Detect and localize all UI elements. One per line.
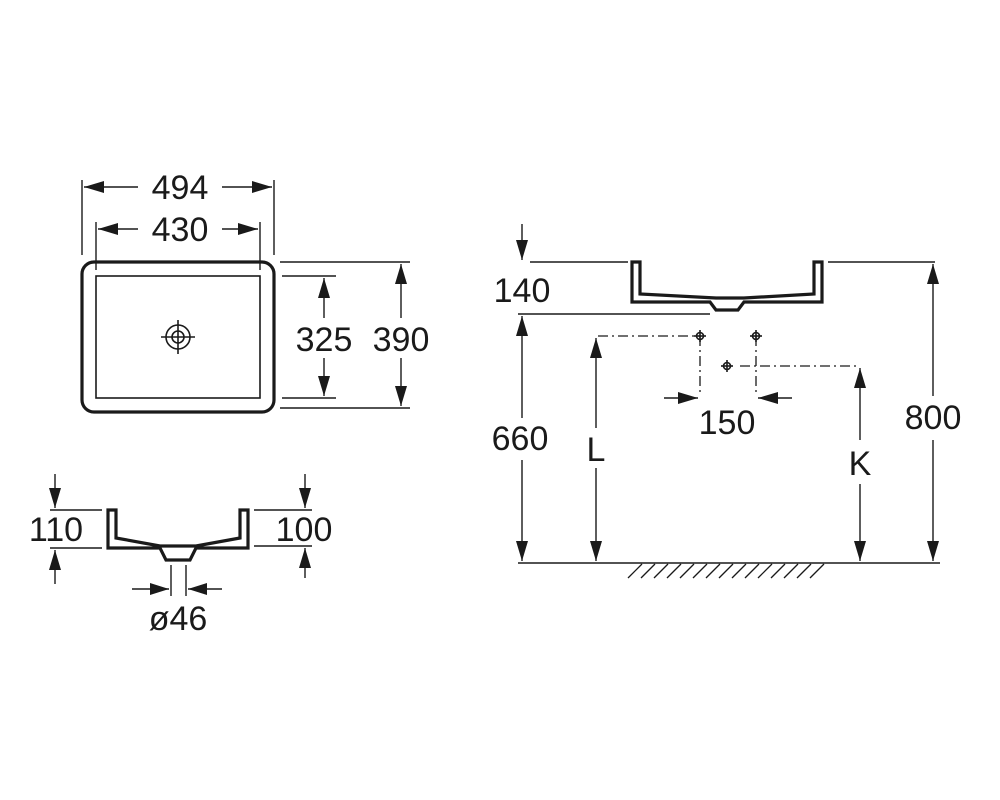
dim-width-inner: 430: [98, 211, 258, 249]
drain-marker: [721, 360, 733, 372]
dim-counter-height: 660: [492, 316, 549, 561]
label-325: 325: [296, 321, 353, 359]
label-430: 430: [152, 211, 209, 249]
basin-elevation: [630, 260, 824, 312]
label-140: 140: [494, 272, 551, 310]
dim-l: L: [587, 338, 606, 561]
dim-basin-height: 140: [494, 224, 551, 310]
dim-depth-overall: 390: [373, 264, 430, 406]
label-494: 494: [152, 169, 209, 207]
basin-inner-bowl: [95, 275, 261, 399]
valve-marker-left: [694, 330, 706, 342]
basin-outer-rim: [80, 260, 276, 414]
floor-line: [518, 562, 940, 579]
label-l: L: [587, 431, 606, 469]
dim-drain: ø46: [132, 565, 222, 638]
label-150: 150: [699, 404, 756, 442]
top-view: 494 430 325 390: [80, 169, 430, 414]
label-k: K: [849, 445, 872, 483]
dim-depth-inner: 325: [296, 278, 353, 396]
label-800: 800: [905, 399, 962, 437]
installation-view: 140 660 L K: [492, 224, 962, 579]
dim-mixer-spacing: 150: [664, 392, 792, 442]
label-drain: ø46: [149, 600, 208, 638]
dim-width-overall: 494: [84, 169, 272, 207]
label-660: 660: [492, 420, 549, 458]
label-100: 100: [276, 511, 333, 549]
valve-marker-right: [750, 330, 762, 342]
front-section: 110 100 ø46: [29, 474, 332, 638]
dim-total-height: 800: [905, 264, 962, 561]
drain-symbol: [161, 320, 195, 354]
label-110: 110: [29, 511, 83, 549]
label-390: 390: [373, 321, 430, 359]
dim-k: K: [849, 368, 872, 561]
dim-height-overall: 110: [29, 474, 83, 584]
dim-height-inner: 100: [276, 474, 333, 578]
basin-section-body: [106, 508, 250, 562]
